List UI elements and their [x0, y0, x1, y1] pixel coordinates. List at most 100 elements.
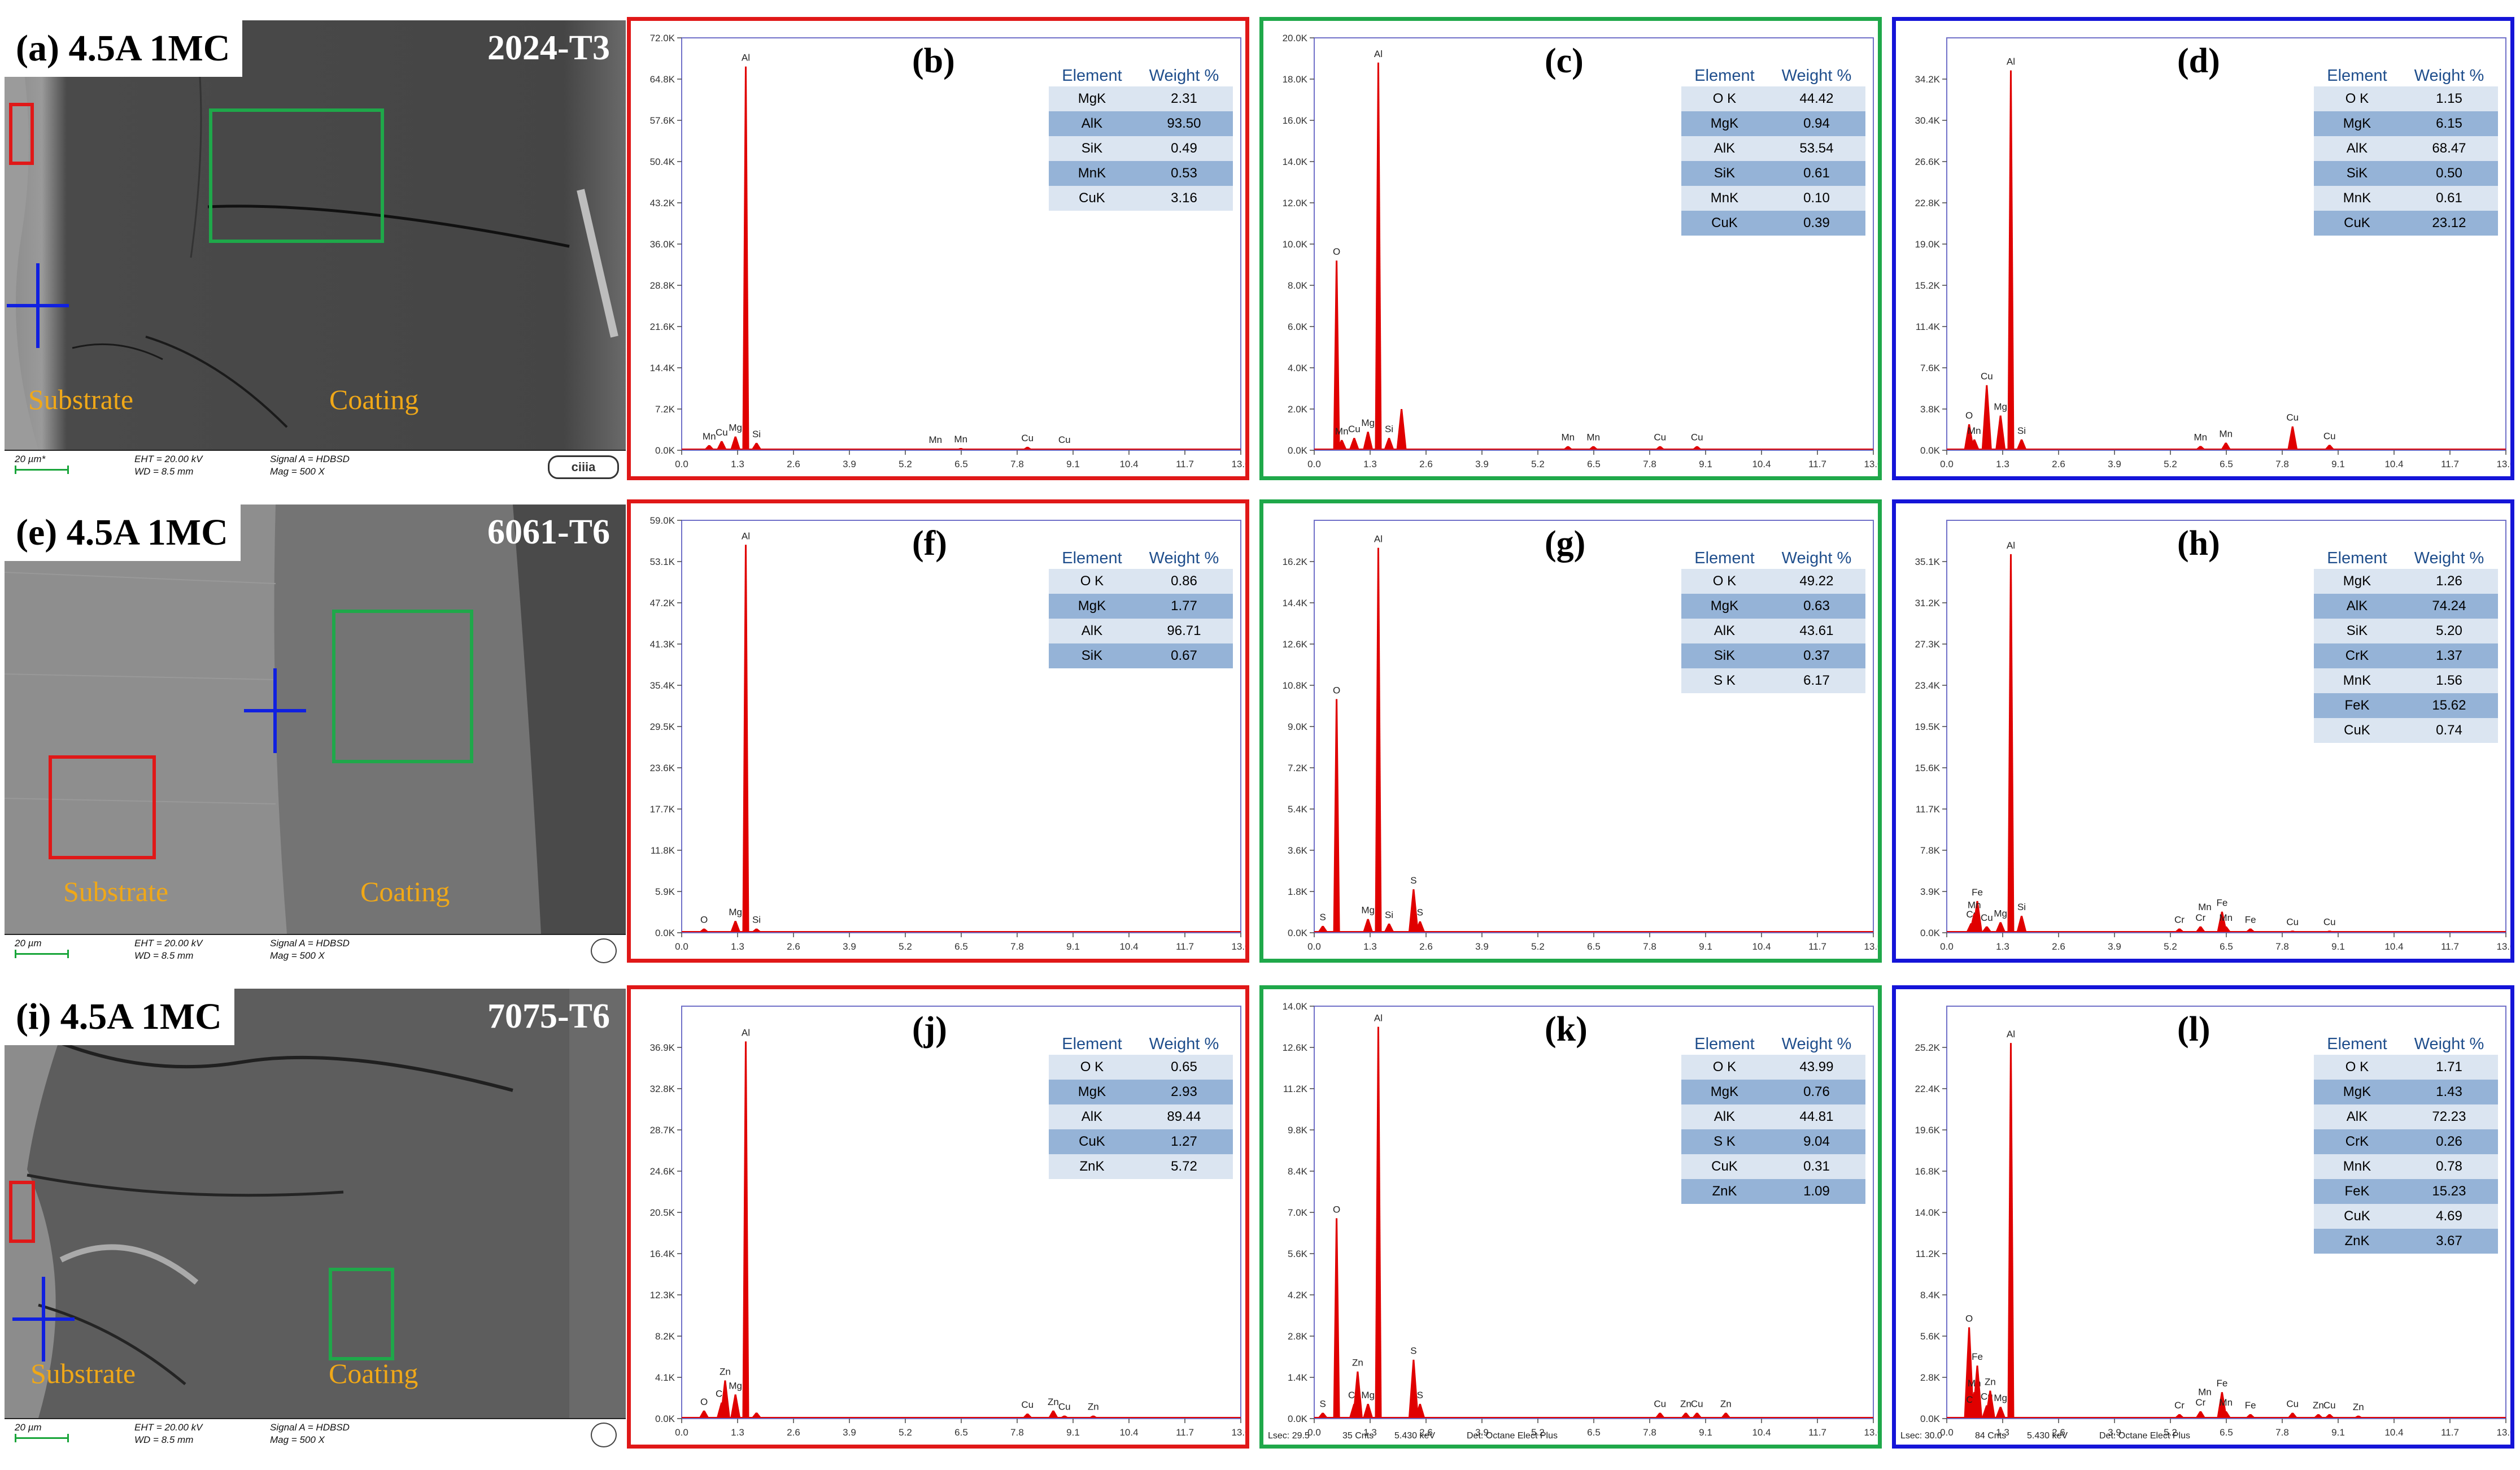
spectrum-peak [1059, 448, 1070, 450]
y-tick-label: 6.0K [1288, 321, 1308, 332]
peak-label: Mn [1561, 432, 1575, 443]
x-tick-label: 0.0 [675, 459, 688, 469]
y-tick-label: 22.4K [1915, 1084, 1941, 1094]
weight-cell: 4.69 [2400, 1204, 2498, 1229]
y-tick-label: 8.4K [1920, 1290, 1941, 1301]
y-tick-label: 5.4K [1288, 804, 1308, 815]
spectrum-peak [730, 920, 741, 932]
weight-cell: 15.23 [2400, 1179, 2498, 1204]
green-region-box [329, 1268, 394, 1360]
red-region-box [9, 1181, 35, 1243]
spectrum-peak [1396, 409, 1407, 450]
scale-bar [15, 950, 69, 958]
peak-label: Mg [729, 1380, 742, 1391]
peak-label: Cr [2174, 1400, 2185, 1411]
spectrum-peak [699, 928, 709, 932]
y-tick-label: 21.6K [650, 321, 675, 332]
element-cell: MnK [2314, 1154, 2400, 1179]
spectrum-peak [1384, 438, 1394, 450]
eds-panel-j: 0.01.32.63.95.26.57.89.110.411.713.036.9… [627, 985, 1249, 1449]
x-tick-label: 9.1 [1699, 459, 1712, 469]
blue-point-marker [7, 263, 69, 348]
signal-text: Signal A = HDBSD [270, 454, 350, 464]
x-tick-label: 7.8 [1010, 459, 1024, 469]
sem-image-6061: (e) 4.5A 1MC 6061-T6 Substrate Coating 2… [5, 505, 626, 963]
signal-text: Signal A = HDBSD [270, 938, 350, 949]
weight-cell: 23.12 [2400, 211, 2498, 236]
x-tick-label: 11.7 [1808, 459, 1826, 469]
y-tick-label: 2.8K [1920, 1372, 1941, 1383]
x-tick-label: 11.7 [2441, 459, 2459, 469]
y-tick-label: 8.4K [1288, 1166, 1308, 1177]
y-tick-label: 7.6K [1920, 363, 1941, 373]
y-tick-label: 47.2K [650, 598, 675, 608]
peak-label: O [700, 1397, 708, 1407]
weight-cell: 0.76 [1767, 1080, 1865, 1104]
coating-label: Coating [329, 1358, 418, 1389]
x-tick-label: 5.2 [2164, 459, 2177, 469]
instrument-logo [591, 1423, 617, 1447]
panel-label: (k) [1545, 1010, 1588, 1049]
x-tick-label: 6.5 [2220, 941, 2233, 952]
ciiia-logo: ciiia [548, 455, 619, 479]
spectrum-footer-text: Det: Octane Elect Plus [2099, 1431, 2190, 1441]
y-tick-label: 31.2K [1915, 598, 1941, 608]
element-cell: CrK [2314, 643, 2400, 668]
alloy-name: 7075-T6 [487, 997, 610, 1036]
spectrum-peak [2324, 930, 2335, 932]
y-tick-label: 8.0K [1288, 280, 1308, 291]
eht-text: EHT = 20.00 kV [134, 1422, 203, 1433]
peak-label: Fe [2245, 915, 2256, 925]
y-tick-label: 32.8K [650, 1084, 675, 1094]
y-tick-label: 9.0K [1288, 721, 1308, 732]
element-cell: S K [1681, 668, 1768, 693]
x-tick-label: 9.1 [1066, 459, 1080, 469]
element-cell: MnK [2314, 186, 2400, 211]
y-tick-label: 29.5K [650, 721, 675, 732]
spectrum-peak [2217, 1392, 2227, 1418]
spectrum-peak [1995, 922, 2006, 932]
x-tick-label: 6.5 [1587, 459, 1601, 469]
spectrum-footer-text: Det: Octane Elect Plus [1467, 1431, 1558, 1441]
spectrum-peak [1972, 1365, 1983, 1418]
y-tick-label: 1.4K [1288, 1372, 1308, 1383]
x-tick-label: 0.0 [1940, 941, 1954, 952]
eht-text: EHT = 20.00 kV [134, 938, 203, 949]
spectrum-svg: 0.01.32.63.95.26.57.89.110.411.713.020.0… [1283, 33, 1878, 469]
peak-label: Cr [2195, 912, 2205, 923]
spectrum-svg: 0.01.32.63.95.26.57.89.110.411.713.059.0… [650, 515, 1245, 952]
spectrum-peak [1655, 1412, 1666, 1418]
element-cell: ZnK [2314, 1229, 2400, 1254]
element-cell: FeK [2314, 693, 2400, 718]
x-tick-label: 2.6 [2052, 941, 2065, 952]
eht-text: EHT = 20.00 kV [134, 454, 203, 464]
y-tick-label: 27.3K [1915, 639, 1941, 650]
peak-label: Mn [2194, 432, 2207, 442]
eds-panel-g: 0.01.32.63.95.26.57.89.110.411.713.016.2… [1259, 499, 1882, 963]
scale-text: 20 µm [15, 938, 42, 949]
weight-cell: 1.71 [2400, 1055, 2498, 1080]
sem-panel-label: (a) 4.5A 1MC [5, 20, 243, 77]
panel-label: (f) [912, 524, 947, 563]
spectrum-peak [1415, 1403, 1425, 1418]
x-tick-label: 11.7 [2441, 941, 2459, 952]
y-tick-label: 0.0K [1288, 1414, 1308, 1424]
peak-label: Mn [2198, 902, 2212, 912]
element-cell: O K [1049, 569, 1135, 594]
spectrum-peak [2353, 1415, 2364, 1418]
spectrum-peak [2287, 426, 2298, 450]
weight-cell: 1.27 [1135, 1129, 1233, 1154]
weight-cell: 0.37 [1767, 643, 1865, 668]
x-tick-label: 13.0 [1231, 941, 1245, 952]
